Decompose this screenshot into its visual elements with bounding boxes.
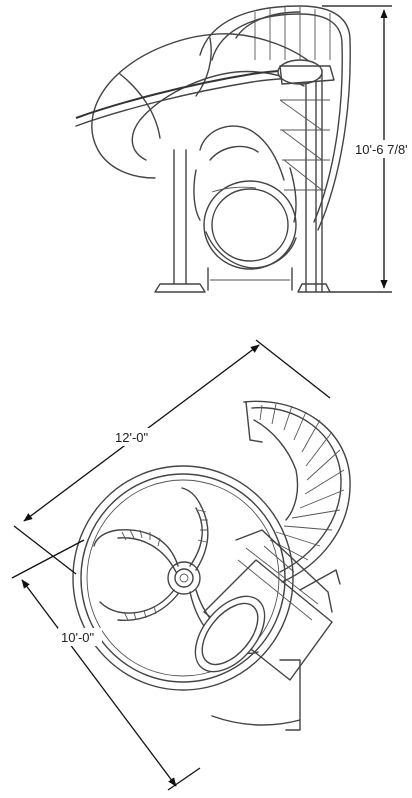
length-dimension: 12'-0" (13, 339, 331, 575)
elevation-tower (154, 5, 351, 293)
plan-spiral-stair (243, 400, 351, 583)
height-dimension-label: 10'-6 7/8' (355, 142, 408, 157)
plan-view: 12'-0" 10'-0" (11, 339, 351, 791)
elevation-view: 10'-6 7/8' (75, 5, 412, 293)
length-dimension-label: 12'-0" (115, 430, 149, 445)
plan-exit-tube (194, 529, 341, 731)
width-dimension: 10'-0" (11, 539, 201, 791)
height-dimension: 10'-6 7/8' (322, 5, 412, 293)
width-dimension-label: 10'-0" (61, 630, 95, 645)
elevation-lower-tube (193, 125, 297, 291)
elevation-upper-tube (75, 33, 335, 179)
